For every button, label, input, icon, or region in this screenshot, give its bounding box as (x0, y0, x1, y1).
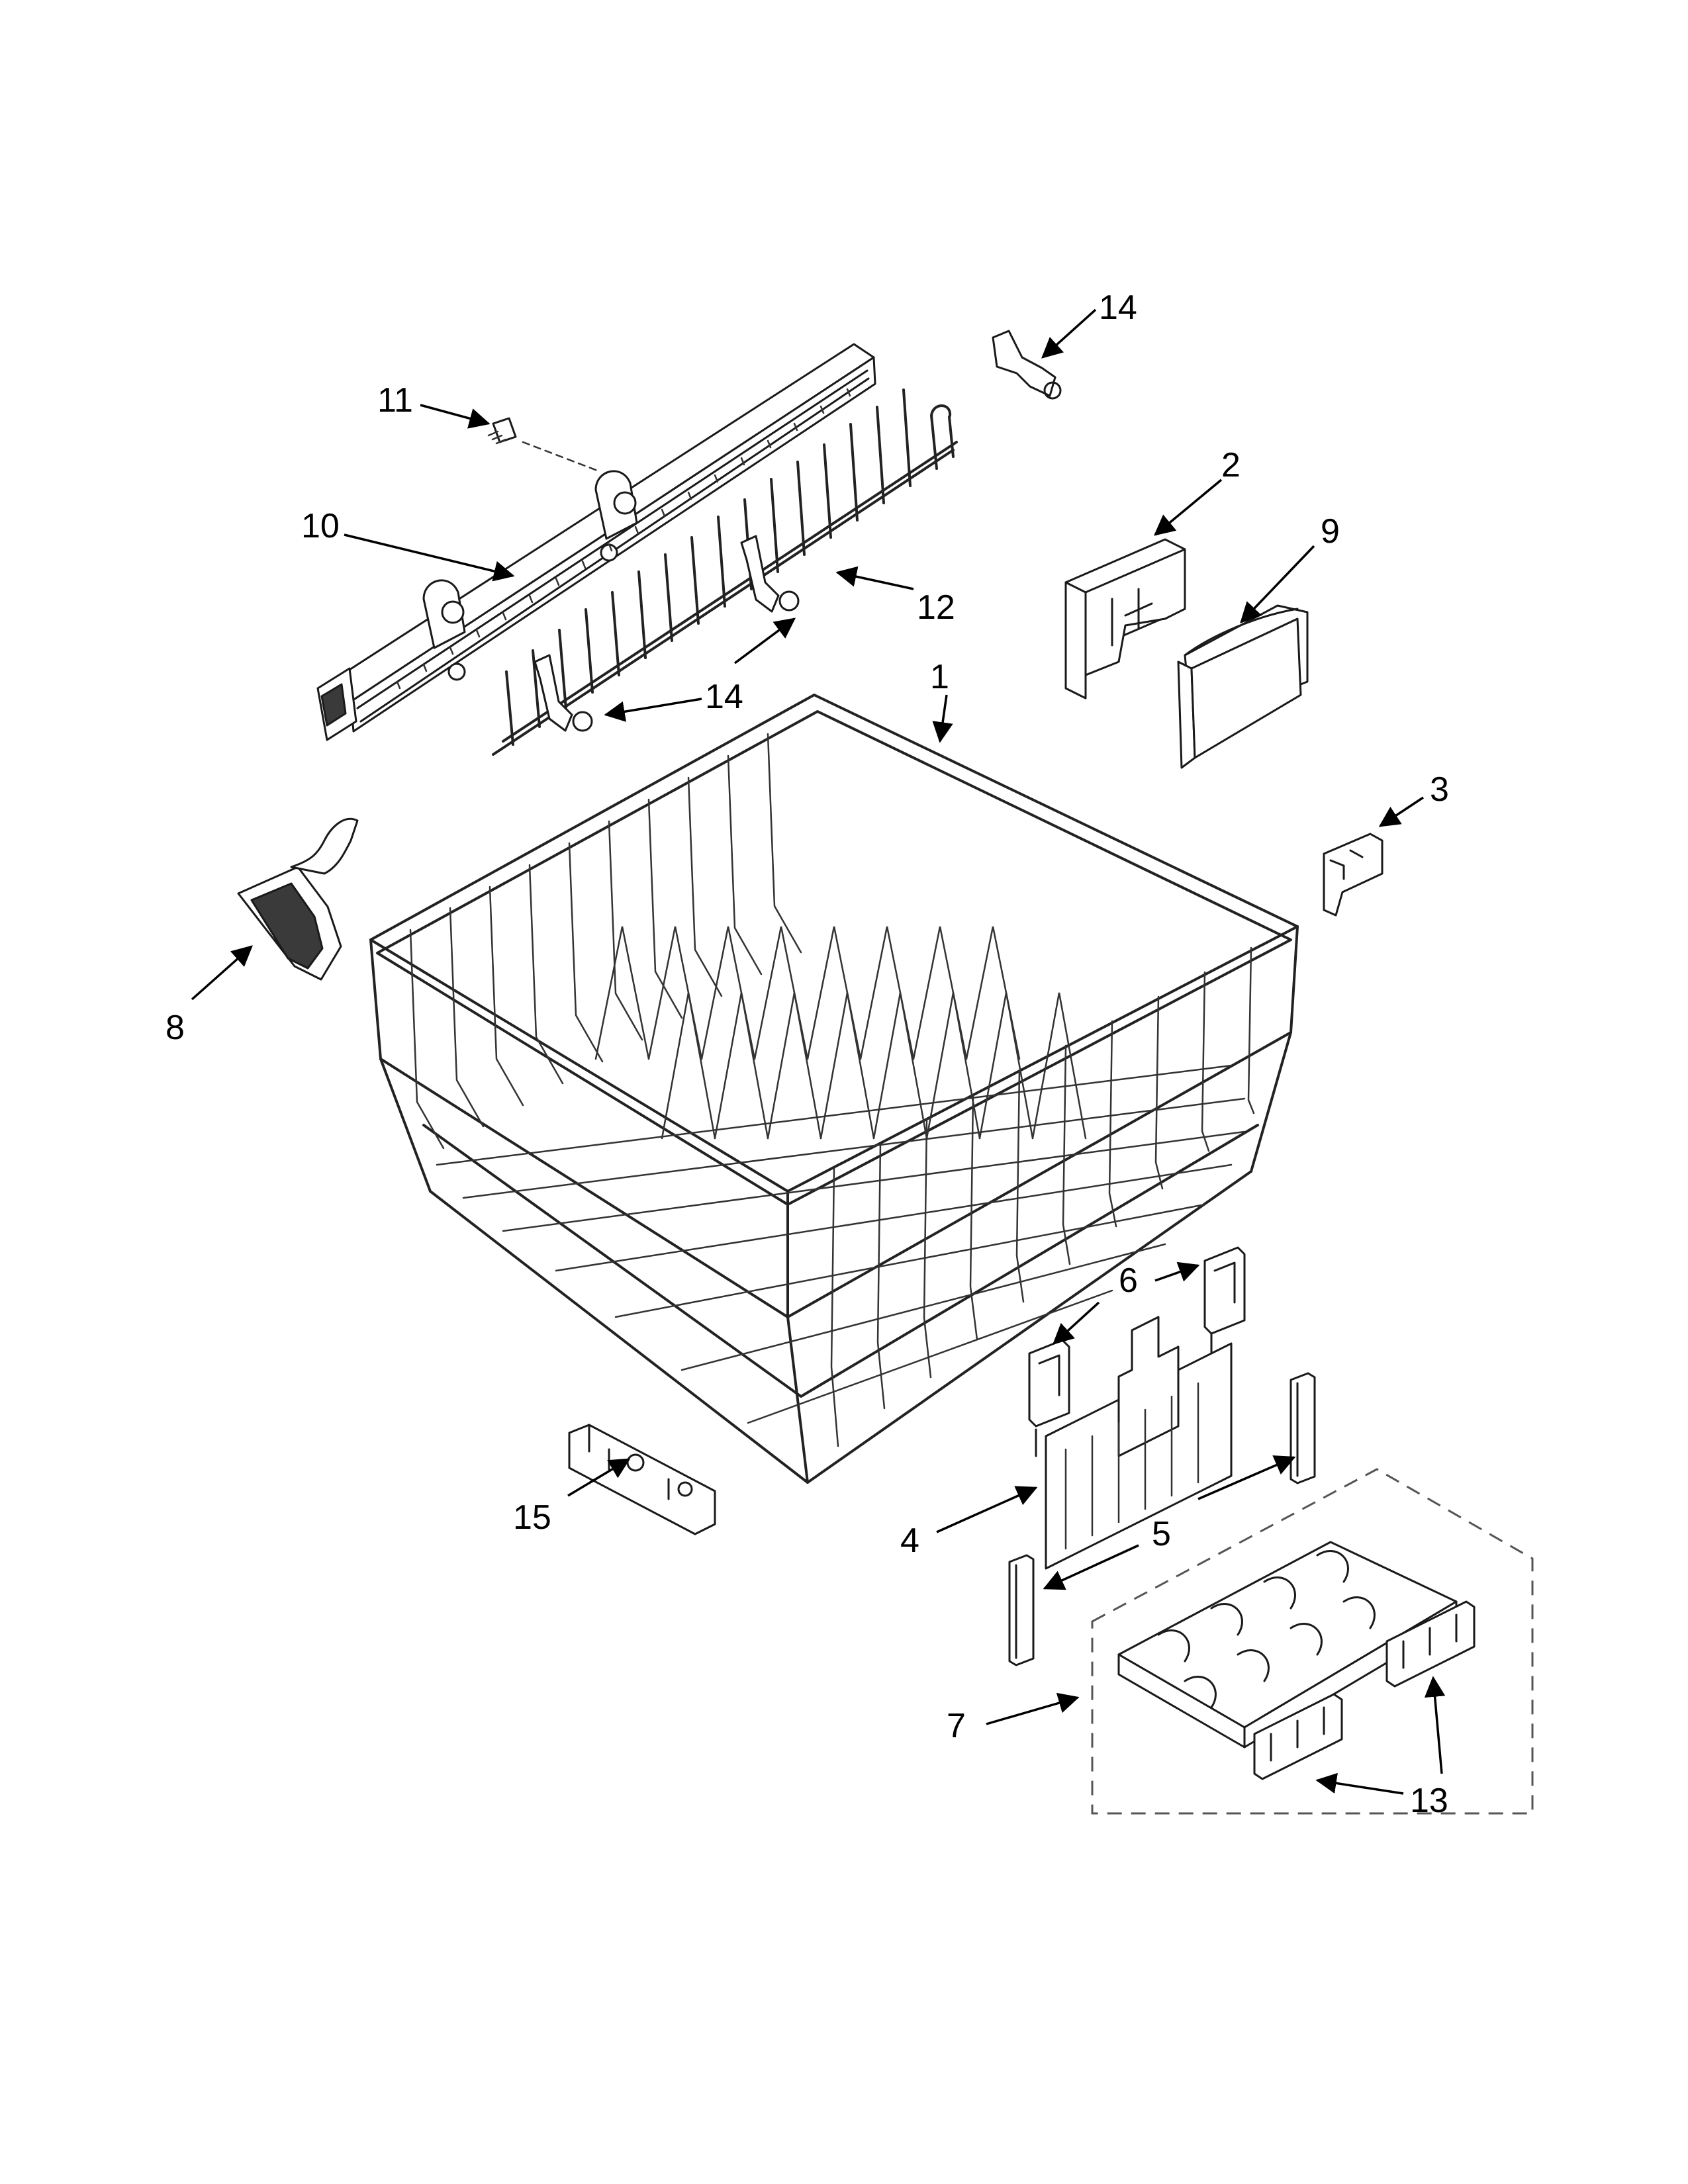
part-5-post-left (1008, 1554, 1035, 1666)
callout-8: 8 (165, 1009, 185, 1047)
callout-14-lower: 14 (705, 678, 743, 716)
callout-9: 9 (1321, 512, 1340, 551)
callout-15: 15 (513, 1498, 551, 1537)
part-12-tine-row (492, 388, 958, 756)
part-6-clip-right (1203, 1246, 1246, 1358)
part-3-clip (1323, 833, 1383, 917)
callout-4: 4 (900, 1522, 919, 1560)
callout-10: 10 (301, 507, 340, 545)
callout-3: 3 (1430, 770, 1449, 809)
part-14-clip-middle (740, 535, 800, 613)
leader-lines (191, 308, 1446, 1795)
callout-6: 6 (1119, 1261, 1138, 1300)
part-13-clip-left (1253, 1693, 1343, 1780)
part-14-clip-top (992, 330, 1062, 400)
part-14-clip-lower (534, 654, 593, 732)
part-15-clip (568, 1424, 716, 1535)
part-4-divider (1045, 1316, 1233, 1570)
part-9-panel (1177, 604, 1309, 769)
callout-11: 11 (377, 381, 413, 420)
part-7-shelf-kit (1091, 1468, 1534, 1815)
part-13-clip-right (1385, 1600, 1476, 1688)
part-11-screw (487, 417, 600, 473)
callout-12: 12 (917, 588, 955, 627)
part-2-bracket (1064, 538, 1186, 700)
part-8-handle (237, 817, 359, 981)
callout-14-upper: 14 (1099, 289, 1137, 327)
callout-7: 7 (947, 1707, 966, 1745)
part-5-post-right (1289, 1372, 1316, 1484)
callout-5: 5 (1152, 1515, 1171, 1553)
part-1-rack-basket (369, 694, 1299, 1484)
callout-labels: 11 10 12 14 14 1 2 9 3 8 6 15 4 5 7 13 (165, 289, 1449, 1820)
callout-1: 1 (930, 658, 949, 696)
callout-13: 13 (1410, 1782, 1448, 1820)
callout-2: 2 (1221, 446, 1241, 484)
part-10-rack-rail (316, 343, 876, 741)
